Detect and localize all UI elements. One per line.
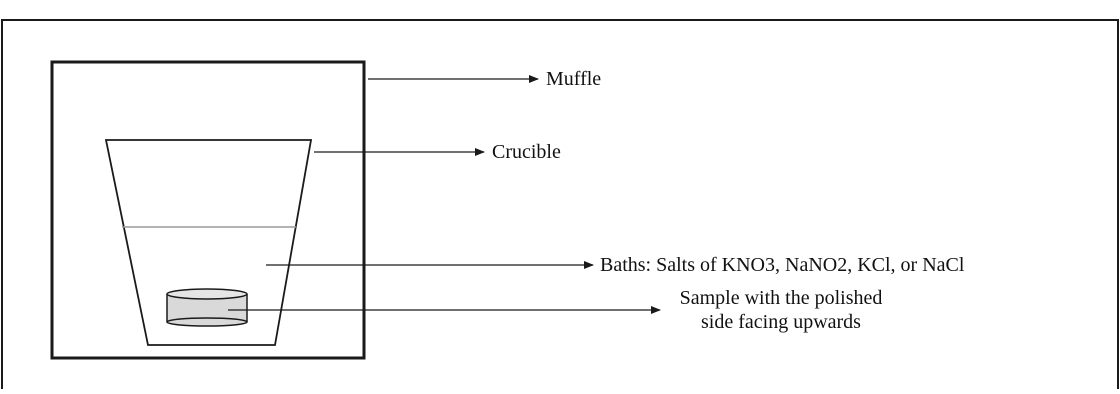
muffle-box [50,60,366,360]
sample-label-line2: side facing upwards [701,311,861,333]
crucible-label: Crucible [492,141,561,163]
figure-frame [1,19,1119,389]
crucible-shape [104,139,313,346]
sample-disc [166,288,248,327]
baths-label: Baths: Salts of KNO3, NaNO2, KCl, or NaC… [600,254,965,276]
muffle-label: Muffle [546,68,601,90]
sample-label-line1: Sample with the polished [680,287,883,309]
